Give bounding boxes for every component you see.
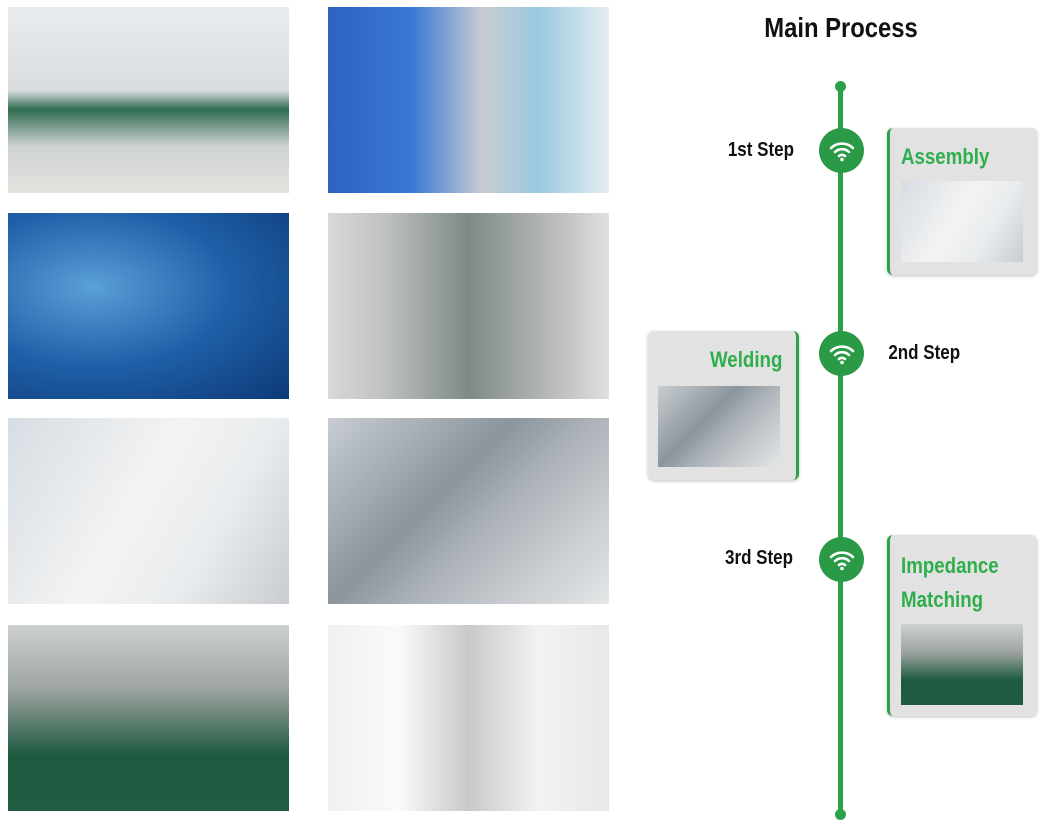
packaging-box-photo xyxy=(328,625,609,811)
step-card-assembly: Assembly xyxy=(887,128,1037,275)
timeline-line xyxy=(838,87,843,815)
soldering-photo xyxy=(328,418,609,604)
timeline-start-dot xyxy=(835,81,846,92)
wifi-signal-icon xyxy=(819,128,864,173)
factory-workshop-photo xyxy=(8,7,289,193)
wifi-signal-icon xyxy=(819,537,864,582)
worker-assembly-photo xyxy=(8,418,289,604)
impedance-matching-thumbnail xyxy=(901,624,1023,705)
step-card-impedance-matching: Impedance Matching xyxy=(887,535,1037,716)
assembly-thumbnail xyxy=(901,181,1023,262)
network-analyzer-testing-photo xyxy=(8,625,289,811)
step-label-3: 3rd Step xyxy=(725,547,794,569)
step-label-1: 1st Step xyxy=(727,139,794,161)
test-equipment-rack-photo xyxy=(328,213,609,399)
warehouse-shelves-photo xyxy=(328,7,609,193)
welding-thumbnail xyxy=(658,386,780,467)
step-name: Impedance Matching xyxy=(901,553,999,612)
page-title: Main Process xyxy=(764,12,918,43)
step-name: Assembly xyxy=(901,144,990,169)
step-card-welding: Welding xyxy=(648,331,799,480)
step-label-2: 2nd Step xyxy=(888,342,961,364)
anechoic-chamber-photo xyxy=(8,213,289,399)
timeline-end-dot xyxy=(835,809,846,820)
wifi-signal-icon xyxy=(819,331,864,376)
step-name: Welding xyxy=(710,347,783,372)
